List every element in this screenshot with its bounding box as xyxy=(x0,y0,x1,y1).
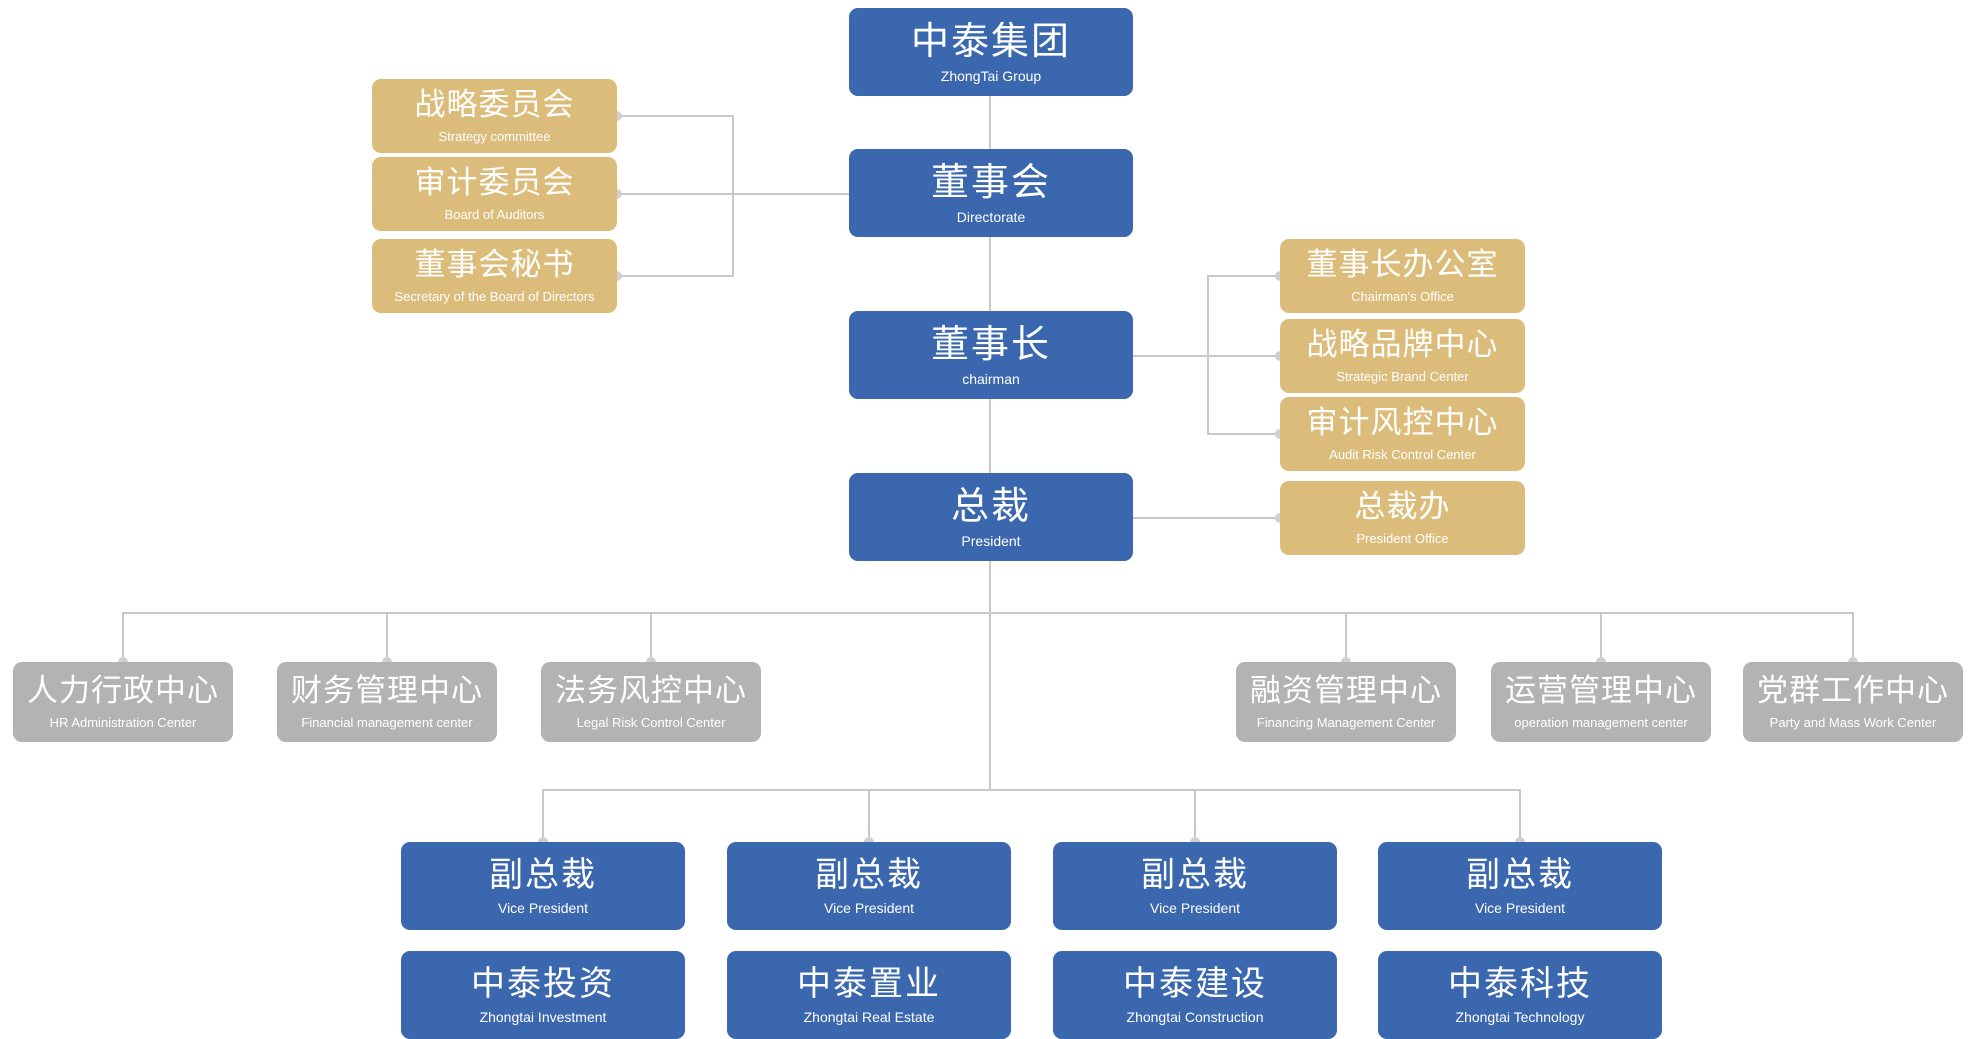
node-title-zh: 董事长 xyxy=(930,322,1051,366)
node-title-en: Strategy committee xyxy=(438,129,551,144)
node-title-en: President xyxy=(961,533,1021,549)
node-title-zh: 总裁 xyxy=(950,484,1031,528)
operation-management-center-node: 运营管理中心 operation management center xyxy=(1491,662,1711,742)
node-title-en: Vice President xyxy=(497,900,588,916)
node-title-en: HR Administration Center xyxy=(49,715,197,730)
node-title-en: President Office xyxy=(1356,531,1449,546)
hr-administration-center-node: 人力行政中心 HR Administration Center xyxy=(13,662,233,742)
node-title-zh: 副总裁 xyxy=(815,855,923,895)
node-title-en: Financing Management Center xyxy=(1256,715,1436,730)
node-title-en: Zhongtai Real Estate xyxy=(803,1009,935,1025)
strategic-brand-center-node: 战略品牌中心 Strategic Brand Center xyxy=(1280,319,1525,393)
node-title-zh: 运营管理中心 xyxy=(1505,673,1697,709)
node-title-zh: 法务风控中心 xyxy=(555,673,747,709)
node-title-zh: 副总裁 xyxy=(489,855,597,895)
zhongtai-technology-node: 中泰科技 Zhongtai Technology xyxy=(1378,951,1662,1039)
node-title-zh: 中泰投资 xyxy=(471,964,615,1004)
node-title-en: ZhongTai Group xyxy=(940,68,1042,84)
node-title-en: Legal Risk Control Center xyxy=(576,715,726,730)
node-title-zh: 总裁办 xyxy=(1354,489,1451,525)
board-of-auditors-node: 审计委员会 Board of Auditors xyxy=(372,157,617,231)
president-node: 总裁 President xyxy=(849,473,1133,561)
node-title-en: Chairman's Office xyxy=(1351,289,1454,304)
node-title-en: chairman xyxy=(962,371,1020,387)
node-title-en: Strategic Brand Center xyxy=(1336,369,1469,384)
node-title-zh: 中泰置业 xyxy=(797,964,941,1004)
node-title-en: Zhongtai Technology xyxy=(1455,1009,1585,1025)
legal-risk-control-center-node: 法务风控中心 Legal Risk Control Center xyxy=(541,662,761,742)
node-title-zh: 董事长办公室 xyxy=(1306,247,1499,283)
zhongtai-investment-node: 中泰投资 Zhongtai Investment xyxy=(401,951,685,1039)
chairmans-office-node: 董事长办公室 Chairman's Office xyxy=(1280,239,1525,313)
vice-president-node: 副总裁 Vice President xyxy=(1378,842,1662,930)
vice-president-node: 副总裁 Vice President xyxy=(727,842,1011,930)
node-title-zh: 中泰建设 xyxy=(1123,964,1267,1004)
node-title-en: Party and Mass Work Center xyxy=(1769,715,1937,730)
audit-risk-control-center-node: 审计风控中心 Audit Risk Control Center xyxy=(1280,397,1525,471)
strategy-committee-node: 战略委员会 Strategy committee xyxy=(372,79,617,153)
node-title-en: Directorate xyxy=(956,209,1026,225)
node-title-zh: 审计委员会 xyxy=(414,165,575,201)
node-title-en: Vice President xyxy=(823,900,914,916)
node-title-zh: 人力行政中心 xyxy=(27,673,219,709)
node-title-en: Vice President xyxy=(1474,900,1565,916)
financing-management-center-node: 融资管理中心 Financing Management Center xyxy=(1236,662,1456,742)
node-title-zh: 财务管理中心 xyxy=(291,673,483,709)
zhongtai-construction-node: 中泰建设 Zhongtai Construction xyxy=(1053,951,1337,1039)
directorate-node: 董事会 Directorate xyxy=(849,149,1133,237)
node-title-zh: 审计风控中心 xyxy=(1306,405,1499,441)
financial-management-center-node: 财务管理中心 Financial management center xyxy=(277,662,497,742)
chairman-node: 董事长 chairman xyxy=(849,311,1133,399)
node-title-en: Zhongtai Construction xyxy=(1126,1009,1264,1025)
node-title-en: Zhongtai Investment xyxy=(479,1009,607,1025)
node-title-en: operation management center xyxy=(1514,715,1688,730)
node-title-zh: 中泰科技 xyxy=(1448,964,1592,1004)
node-title-zh: 战略品牌中心 xyxy=(1306,327,1499,363)
node-title-zh: 董事会 xyxy=(930,160,1051,204)
node-title-zh: 融资管理中心 xyxy=(1250,673,1442,709)
node-title-en: Secretary of the Board of Directors xyxy=(394,289,595,304)
zhongtai-real-estate-node: 中泰置业 Zhongtai Real Estate xyxy=(727,951,1011,1039)
vice-president-node: 副总裁 Vice President xyxy=(401,842,685,930)
node-title-en: Financial management center xyxy=(301,715,473,730)
party-mass-work-center-node: 党群工作中心 Party and Mass Work Center xyxy=(1743,662,1963,742)
node-title-en: Board of Auditors xyxy=(444,207,545,222)
node-title-en: Vice President xyxy=(1149,900,1240,916)
node-title-zh: 董事会秘书 xyxy=(414,247,575,283)
node-title-zh: 党群工作中心 xyxy=(1757,673,1949,709)
node-title-zh: 战略委员会 xyxy=(414,87,575,123)
zhongtai-group-node: 中泰集团 ZhongTai Group xyxy=(849,8,1133,96)
node-title-zh: 副总裁 xyxy=(1466,855,1574,895)
president-office-node: 总裁办 President Office xyxy=(1280,481,1525,555)
vice-president-node: 副总裁 Vice President xyxy=(1053,842,1337,930)
node-title-en: Audit Risk Control Center xyxy=(1329,447,1476,462)
node-title-zh: 中泰集团 xyxy=(910,19,1071,63)
board-secretary-node: 董事会秘书 Secretary of the Board of Director… xyxy=(372,239,617,313)
node-title-zh: 副总裁 xyxy=(1141,855,1249,895)
